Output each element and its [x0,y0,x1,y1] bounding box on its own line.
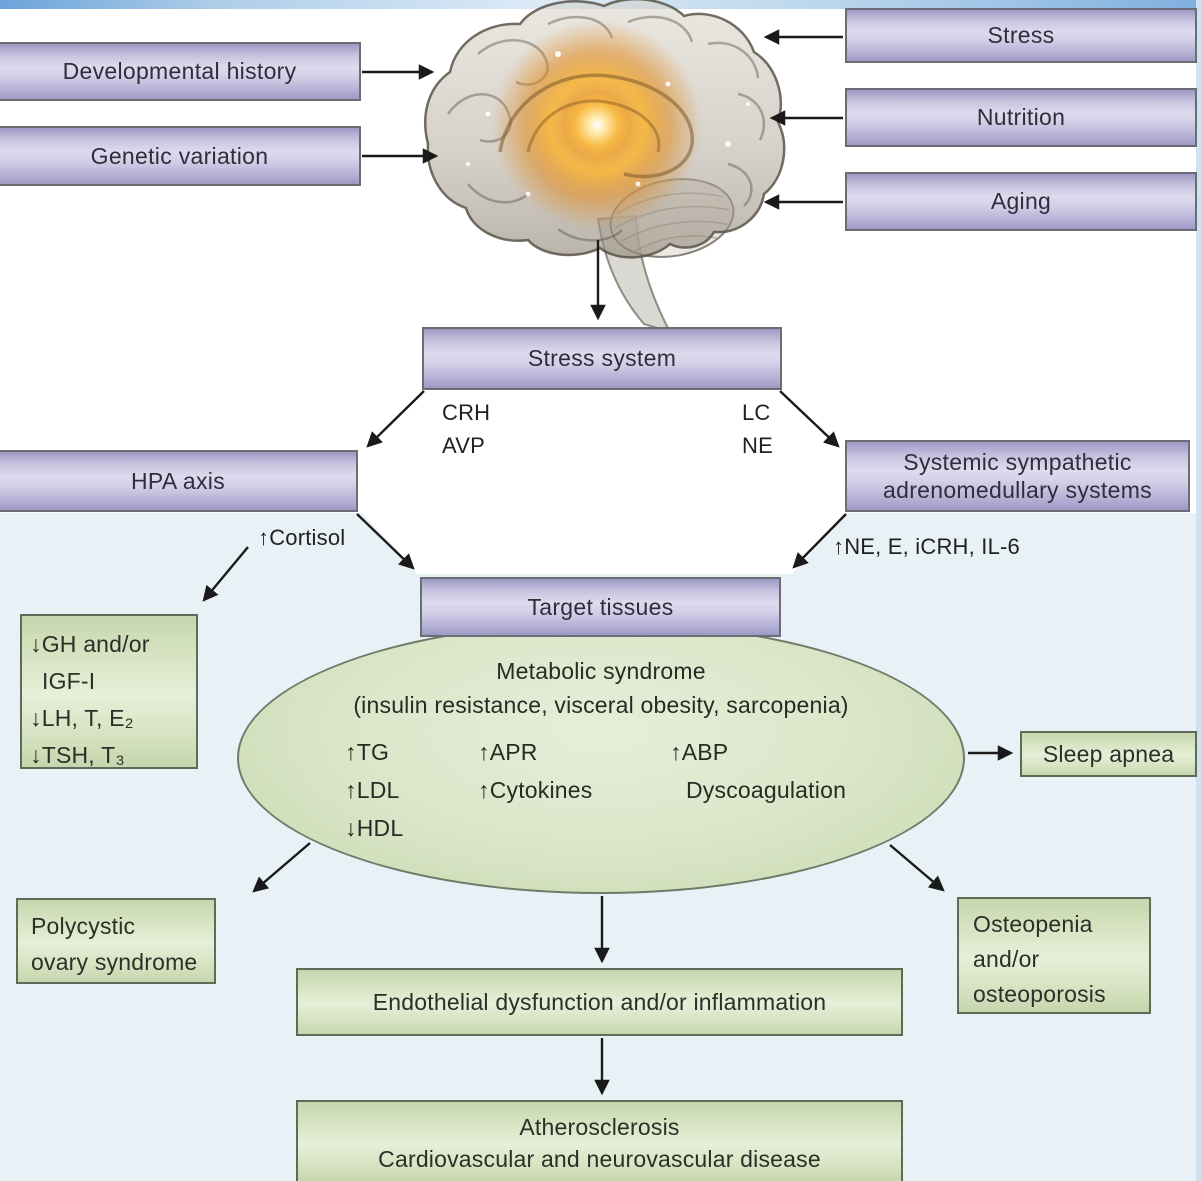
metabolic-col1: ↑TG ↑LDL ↓HDL [345,733,403,847]
box-pcos: Polycystic ovary syndrome [16,898,216,984]
arrow-stresssystem-hpa [366,390,425,448]
hormone-line-gh: ↓GH and/or [30,631,150,657]
apr-item: ↑APR [478,739,538,765]
metabolic-col3: ↑ABP Dyscoagulation [670,733,846,809]
metabolic-subtitle: (insulin resistance, visceral obesity, s… [353,692,849,718]
hormone-line-lh: ↓LH, T, E₂ [30,705,134,731]
arrow-stresssystem-sympathetic [779,390,840,448]
box-hormone-deficits: ↓GH and/or IGF-I ↓LH, T, E₂ ↓TSH, T₃ [20,614,198,769]
nutrition-label: Nutrition [976,104,1066,130]
limbic-glow [492,20,702,230]
box-endothelial: Endothelial dysfunction and/or inflammat… [296,968,903,1036]
metabolic-syndrome-ellipse [237,622,965,894]
right-border-strip [1196,0,1201,1181]
hpa-axis-label: HPA axis [130,467,225,494]
stress-system-label: Stress system [527,345,677,371]
box-sympathetic-systems: Systemic sympathetic adrenomedullary sys… [845,440,1190,512]
sympathetic-label-line1: Systemic sympathetic [903,449,1132,475]
box-aging: Aging [845,172,1197,231]
stress-label: Stress [987,22,1055,48]
sleep-apnea-label: Sleep apnea [1042,741,1175,767]
hdl-item: ↓HDL [345,815,404,841]
box-developmental-history: Developmental history [0,42,361,101]
cortisol-label: ↑Cortisol [258,525,346,550]
ldl-item: ↑LDL [345,777,400,803]
sympathetic-label-line2: adrenomedullary systems [883,477,1152,503]
avp-label: AVP [442,433,485,458]
pcos-line2: ovary syndrome [31,949,198,975]
ne-e-icrh-il6-label: ↑NE, E, iCRH, IL-6 [833,534,1020,559]
crh-label: CRH [442,400,491,425]
aging-label: Aging [990,188,1052,214]
metabolic-title: Metabolic syndrome [496,658,706,684]
osteo-line3: osteoporosis [973,981,1106,1007]
tg-item: ↑TG [345,739,390,765]
target-tissues-label: Target tissues [527,593,674,620]
mediators-left: CRH AVP [442,396,490,462]
dyscoagulation-item: Dyscoagulation [686,777,847,803]
athero-line2: Cardiovascular and neurovascular disease [378,1145,821,1172]
box-hpa-axis: HPA axis [0,450,358,512]
hormone-line-tsh: ↓TSH, T₃ [30,742,125,768]
box-stress-system: Stress system [422,327,782,390]
box-target-tissues: Target tissues [420,577,781,637]
pcos-line1: Polycystic [31,913,136,939]
osteo-line2: and/or [973,946,1040,972]
endothelial-label: Endothelial dysfunction and/or inflammat… [372,989,827,1015]
arrow-cortisol-hormones [202,546,249,602]
cytokines-item: ↑Cytokines [478,777,593,803]
brain-illustration [424,0,786,334]
abp-item: ↑ABP [670,739,729,765]
box-osteopenia: Osteopenia and/or osteoporosis [957,897,1151,1014]
hormone-line-igf: IGF-I [42,668,96,694]
arrow-ellipse-osteo [889,844,945,892]
box-genetic-variation: Genetic variation [0,126,361,186]
genetic-variation-label: Genetic variation [90,142,269,169]
box-sleep-apnea: Sleep apnea [1020,731,1197,777]
arrow-ellipse-pcos [252,842,311,893]
metabolic-col2: ↑APR ↑Cytokines [478,733,592,809]
box-atherosclerosis: Atherosclerosis Cardiovascular and neuro… [296,1100,903,1181]
lc-label: LC [742,400,771,425]
white-center-region [362,513,846,574]
box-nutrition: Nutrition [845,88,1197,147]
mediators-right: LC NE [742,396,773,462]
arrow-hpa-target [356,513,415,570]
osteo-line1: Osteopenia [973,911,1093,937]
ne-label: NE [742,433,773,458]
sparkles [466,51,750,197]
athero-line1: Atherosclerosis [519,1113,680,1140]
box-stress: Stress [845,8,1197,63]
developmental-history-label: Developmental history [62,58,297,84]
